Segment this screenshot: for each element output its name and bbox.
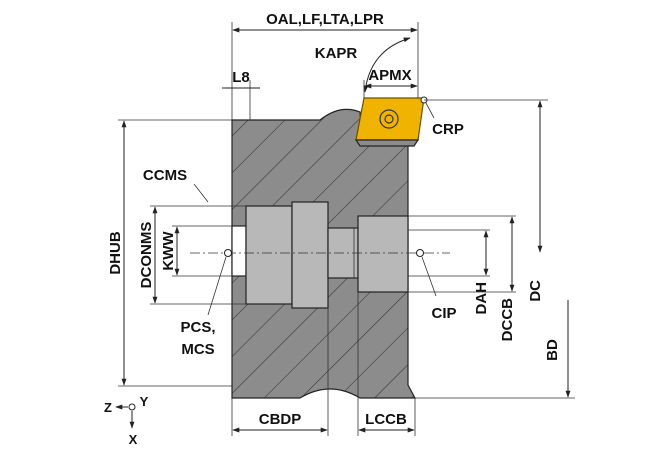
kww-label: KWW [160, 231, 177, 271]
dhub-label: DHUB [107, 231, 124, 274]
dc-label: DC [527, 280, 544, 302]
counterbore [357, 215, 409, 293]
pcs-leader [207, 256, 227, 316]
cbdp-label: CBDP [259, 411, 302, 428]
oal-label: OAL,LF,LTA,LPR [266, 11, 384, 28]
insert-screw-head [384, 114, 394, 124]
ccms-leader [193, 183, 209, 203]
bd-label: BD [544, 339, 561, 361]
axis-x-label: X [129, 432, 138, 447]
cip-label: CIP [431, 305, 456, 322]
bore-small [245, 205, 293, 305]
axis-z-label: Z [104, 400, 112, 415]
axis-triad: Z Y X [104, 394, 149, 447]
cutter-body [231, 108, 417, 399]
pcs-point [224, 249, 232, 257]
cip-point [416, 249, 424, 257]
dccb-label: DCCB [499, 298, 516, 341]
l8-label: L8 [232, 69, 250, 86]
apmx-label: APMX [368, 67, 411, 84]
mcs-label: MCS [181, 341, 214, 358]
keyway-slot [231, 225, 247, 277]
ccms-label: CCMS [143, 167, 187, 184]
crp-label: CRP [432, 121, 464, 138]
axis-y-label: Y [140, 394, 149, 409]
dconms-label: DCONMS [138, 222, 155, 289]
insert-seat [354, 139, 420, 147]
cip-leader [421, 256, 437, 297]
insert [354, 96, 428, 147]
triad-origin-icon [128, 403, 136, 411]
dah-label: DAH [473, 282, 490, 315]
kapr-label: KAPR [315, 45, 358, 62]
crp-leader [425, 102, 435, 119]
pcs-label: PCS, [180, 319, 215, 336]
bore-step [291, 201, 329, 309]
insert-screw-icon [379, 109, 399, 129]
lccb-label: LCCB [365, 411, 407, 428]
